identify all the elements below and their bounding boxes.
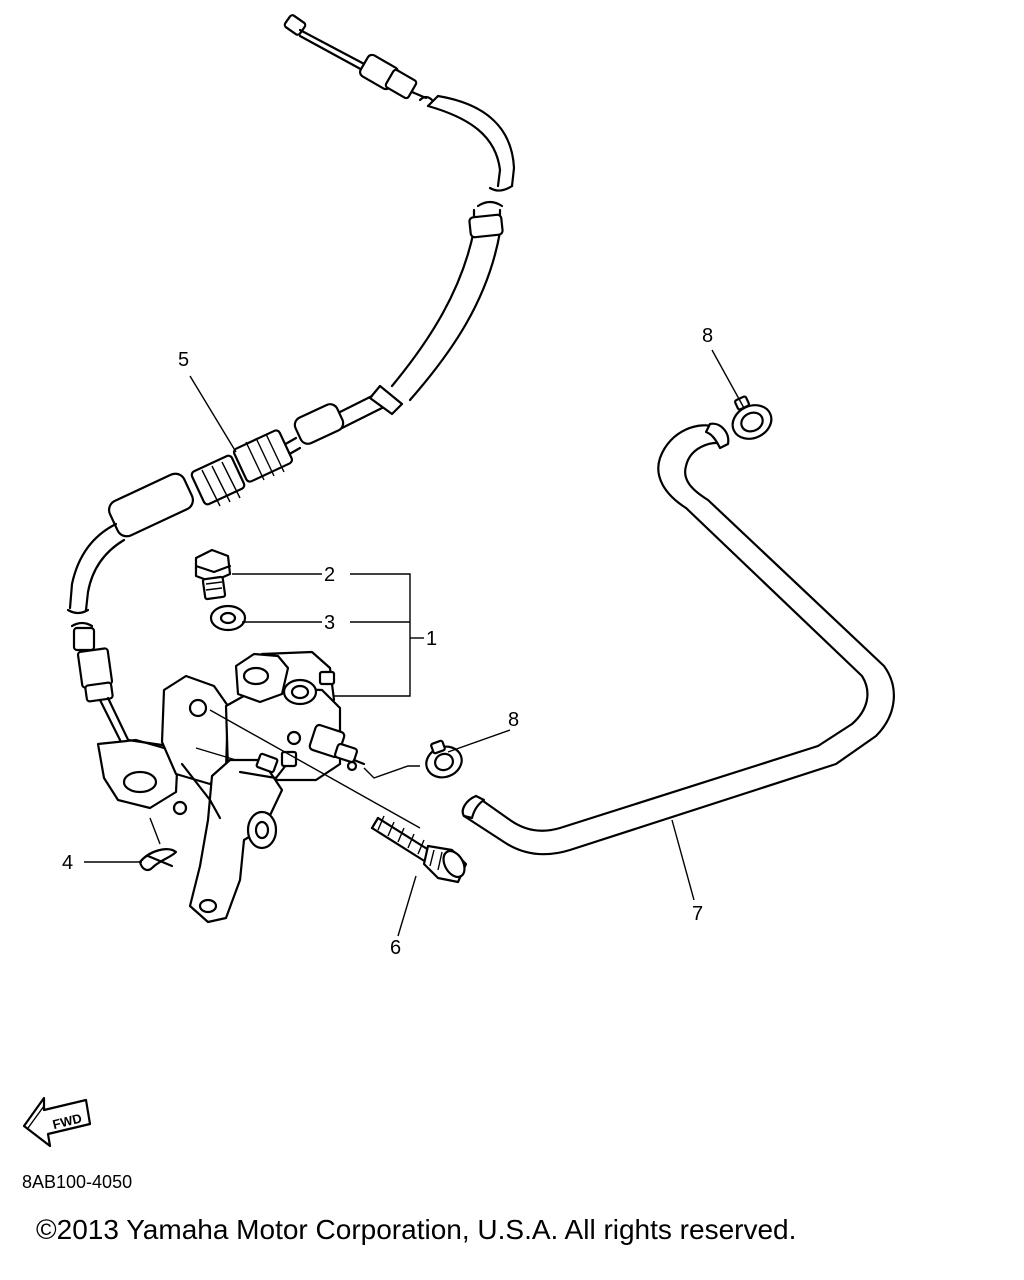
hose-part-7	[461, 422, 895, 856]
leader-lines	[84, 349, 745, 937]
bolt-part-2	[194, 548, 232, 601]
forward-arrow-icon: FWD	[22, 1096, 92, 1148]
clamp-lower-part-8	[425, 739, 463, 779]
callout-7: 7	[692, 903, 703, 925]
callout-5: 5	[178, 349, 189, 371]
clip-part-4	[138, 848, 178, 872]
callout-8-upper: 8	[702, 325, 713, 347]
hose-routing-line	[363, 765, 420, 779]
callout-3: 3	[324, 612, 335, 634]
callout-2: 2	[324, 564, 335, 586]
screw-part-6	[370, 815, 468, 884]
callout-8-lower: 8	[508, 709, 519, 731]
callout-4: 4	[62, 852, 73, 874]
washer-part-3	[209, 604, 247, 632]
callout-6: 6	[390, 937, 401, 959]
diagram-code: 8AB100-4050	[22, 1172, 133, 1192]
oil-pump-assembly	[96, 650, 421, 924]
copyright-notice: ©2013 Yamaha Motor Corporation, U.S.A. A…	[36, 1214, 797, 1245]
callout-1: 1	[426, 628, 437, 650]
clamp-upper-part-8	[731, 395, 773, 440]
cable-assembly	[66, 14, 516, 762]
fwd-label: FWD	[51, 1110, 83, 1132]
